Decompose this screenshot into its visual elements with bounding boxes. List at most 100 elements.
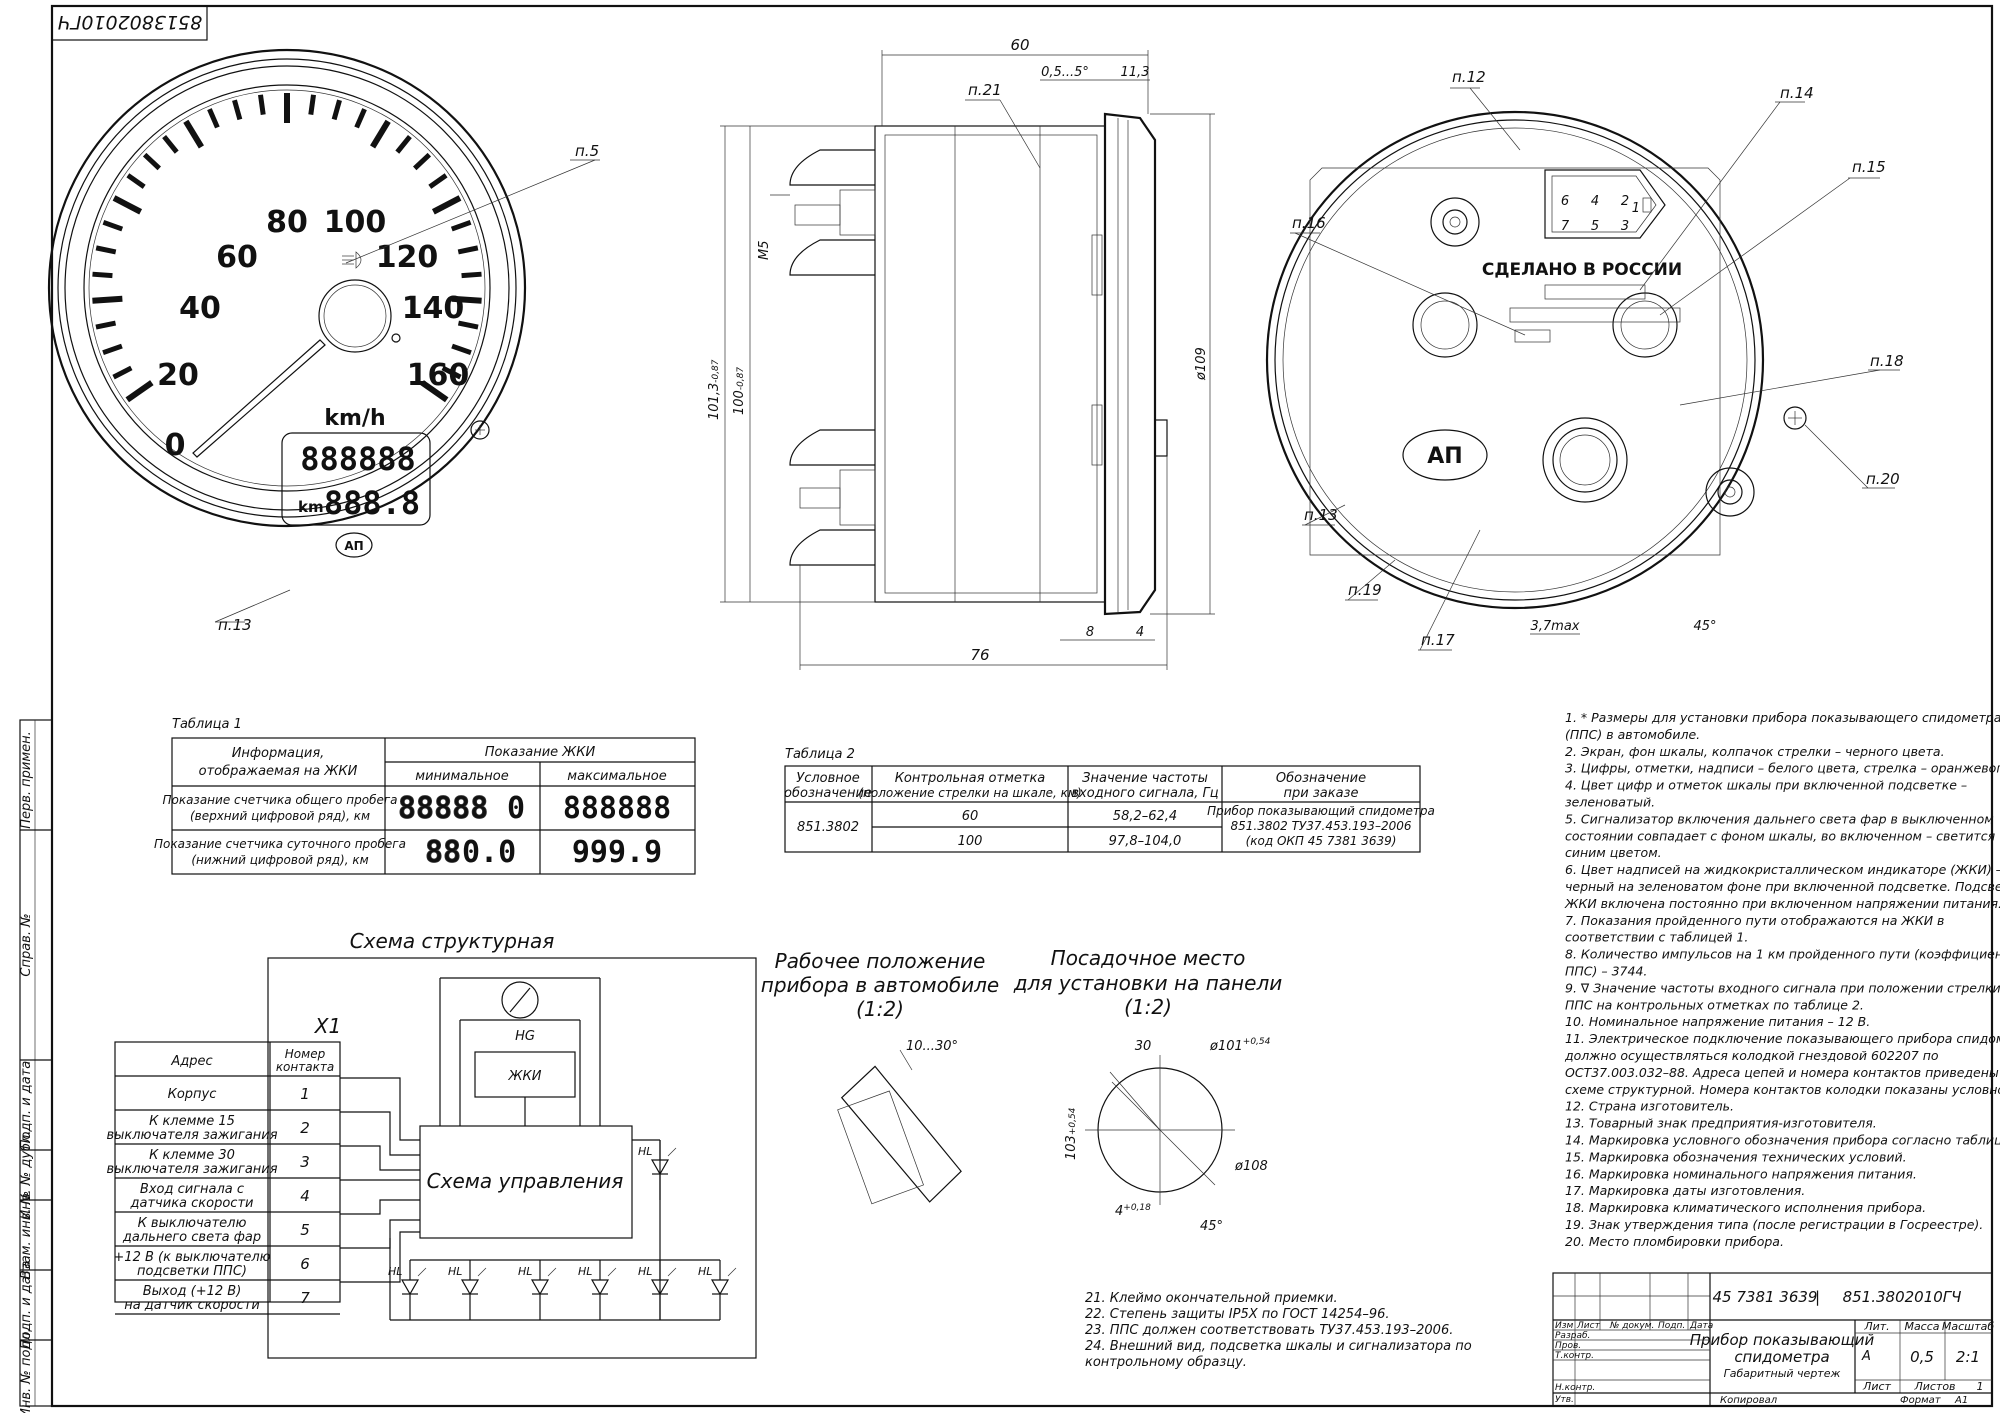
scale-tick: [450, 219, 472, 232]
svg-text:ø101+0,54: ø101+0,54: [1209, 1037, 1271, 1054]
svg-text:|: |: [1815, 1288, 1820, 1306]
callout-p13-rear: п.13: [1304, 506, 1338, 524]
lcd-km: km: [298, 498, 324, 516]
scheme-row-addr: +12 В (к выключателю: [113, 1250, 270, 1265]
svg-text:88: 88: [425, 835, 461, 870]
svg-text:2:1: 2:1: [1956, 1348, 1980, 1366]
note-line: 2. Экран, фон шкалы, колпачок стрелки – …: [1565, 744, 1945, 759]
bezel-outer: [47, 48, 527, 528]
svg-text:5: 5: [1591, 219, 1599, 234]
svg-text:Показание счетчика суточного п: Показание счетчика суточного пробега: [154, 837, 406, 851]
made-in-russia: СДЕЛАНО В РОССИИ: [1482, 260, 1682, 280]
side-margin: Перв. примен. Справ. № Подп. и дата Инв.…: [19, 719, 53, 1413]
svg-text:(положение стрелки на шкале, к: (положение стрелки на шкале, км): [858, 786, 1081, 800]
svg-text:Н.контр.: Н.контр.: [1555, 1383, 1595, 1393]
svg-text:Листов: Листов: [1913, 1380, 1955, 1393]
note2-line: 22. Степень защиты IP5X по ГОСТ 14254–96…: [1085, 1307, 1390, 1322]
svg-text:Лит.: Лит.: [1863, 1320, 1889, 1333]
scale-tick: [457, 320, 479, 330]
scale-tick: [451, 295, 482, 304]
note-line: 1. * Размеры для установки прибора показ…: [1565, 710, 2000, 725]
dim-76: 76: [970, 646, 989, 664]
note-line: ППС) – 3744.: [1565, 964, 1647, 979]
hl-label: HL: [698, 1265, 712, 1278]
svg-text:10...30°: 10...30°: [906, 1039, 958, 1054]
svg-text:максимальное: максимальное: [567, 769, 666, 784]
control-block: [419, 1125, 633, 1239]
note-line: 7. Показания пройденного пути отображают…: [1565, 913, 1944, 928]
scheme-row-addr2: выключателя зажигания: [106, 1162, 277, 1177]
svg-text:Габаритный чертеж: Габаритный чертеж: [1724, 1367, 1841, 1380]
dim-3-7max: 3,7max: [1531, 619, 1580, 634]
svg-text:Изм: Изм: [1555, 1321, 1574, 1331]
mounting-hole: Посадочное место для установки на панели…: [1013, 946, 1282, 1234]
svg-text:(1:2): (1:2): [856, 997, 904, 1021]
svg-text:103+0,54: 103+0,54: [1064, 1107, 1079, 1160]
note-line: 13. Товарный знак предприятия-изготовите…: [1565, 1116, 1877, 1131]
scale-60: 60: [216, 240, 258, 275]
note-line: 17. Маркировка даты изготовления.: [1565, 1183, 1805, 1198]
callout-p15: п.15: [1852, 158, 1886, 176]
callout-p18: п.18: [1870, 352, 1904, 370]
svg-text:Контрольная отметка: Контрольная отметка: [895, 771, 1046, 786]
note-line: ППС на контрольных отметках по таблице 2…: [1565, 997, 1864, 1012]
note-line: состоянии совпадает с фоном шкалы, во вк…: [1565, 828, 1996, 843]
dim-100: 100-0,87: [732, 367, 747, 415]
margin-label-6: Инв. № подл.: [19, 1328, 34, 1413]
note-line: 8. Количество импульсов на 1 км пройденн…: [1565, 947, 2000, 962]
table2-caption: Таблица 2: [785, 747, 855, 762]
svg-text:Обозначение: Обозначение: [1276, 771, 1366, 786]
note-line: 3. Цифры, отметки, надписи – белого цвет…: [1565, 761, 2000, 776]
note-line: черный на зеленоватом фоне при включенно…: [1565, 879, 2000, 894]
note-line: 15. Маркировка обозначения технических у…: [1565, 1149, 1907, 1164]
note2-line: контрольному образцу.: [1085, 1355, 1247, 1370]
scheme-row-num: 1: [300, 1085, 310, 1103]
callout-p21: п.21: [968, 81, 1002, 99]
svg-text:0.0: 0.0: [462, 835, 516, 870]
scale-tick: [308, 94, 316, 115]
svg-text:(код ОКП 45 7381 3639): (код ОКП 45 7381 3639): [1246, 834, 1397, 848]
scale-tick: [142, 152, 161, 171]
svg-text:Копировал: Копировал: [1720, 1395, 1778, 1406]
svg-text:для установки на панели: для установки на панели: [1013, 971, 1282, 995]
callout-p12: п.12: [1452, 68, 1486, 86]
svg-text:4: 4: [1591, 194, 1599, 209]
note-line: (ППС) в автомобиле.: [1565, 727, 1700, 742]
svg-text:А: А: [1861, 1349, 1871, 1364]
svg-text:Прибор показывающий спидометра: Прибор показывающий спидометра: [1207, 804, 1435, 818]
scale-tick: [126, 173, 146, 189]
svg-text:Масштаб: Масштаб: [1942, 1320, 1994, 1333]
note2-line: 21. Клеймо окончательной приемки.: [1085, 1291, 1338, 1306]
svg-text:999.9: 999.9: [572, 835, 662, 870]
note-line: ОСТ37.003.032–88. Адреса цепей и номера …: [1565, 1065, 2000, 1080]
svg-text:АП: АП: [344, 539, 363, 553]
svg-text:851.3802 ТУ37.453.193–2006: 851.3802 ТУ37.453.193–2006: [1231, 819, 1412, 833]
svg-text:HG: HG: [515, 1029, 535, 1044]
svg-text:ЖКИ: ЖКИ: [508, 1069, 542, 1084]
svg-text:спидометра: спидометра: [1734, 1348, 1829, 1366]
svg-text:Значение частоты: Значение частоты: [1082, 771, 1208, 786]
scale-tick: [92, 295, 123, 304]
callout-p13: п.13: [218, 616, 252, 634]
callout-p20: п.20: [1866, 470, 1900, 488]
scheme-row-num: 5: [300, 1221, 310, 1239]
note-line: 14. Маркировка условного обозначения при…: [1565, 1133, 2000, 1148]
svg-text:7: 7: [1561, 219, 1570, 234]
note-line: схеме структурной. Номера контактов коло…: [1565, 1082, 2000, 1097]
margin-label-0: Перв. примен.: [19, 731, 34, 829]
svg-text:30: 30: [1135, 1039, 1152, 1054]
svg-text:60: 60: [962, 809, 979, 824]
svg-text:Номер: Номер: [285, 1047, 326, 1061]
dim-45-rear: 45°: [1693, 619, 1716, 634]
scheme-row-num: 3: [300, 1153, 310, 1171]
scheme-row-num: 7: [300, 1289, 310, 1307]
svg-text:Т.контр.: Т.контр.: [1555, 1351, 1594, 1361]
title-block: 45 7381 3639 | 851.3802010ГЧ Прибор пока…: [1552, 1272, 1994, 1407]
rear-logo-ap-icon: [1402, 429, 1488, 481]
hl-label: HL: [388, 1265, 402, 1278]
note-line: 6. Цвет надписей на жидкокристаллическом…: [1565, 862, 2000, 877]
svg-text:851.3802: 851.3802: [797, 820, 859, 835]
scale-140: 140: [402, 291, 465, 326]
svg-text:обозначение: обозначение: [784, 786, 872, 801]
